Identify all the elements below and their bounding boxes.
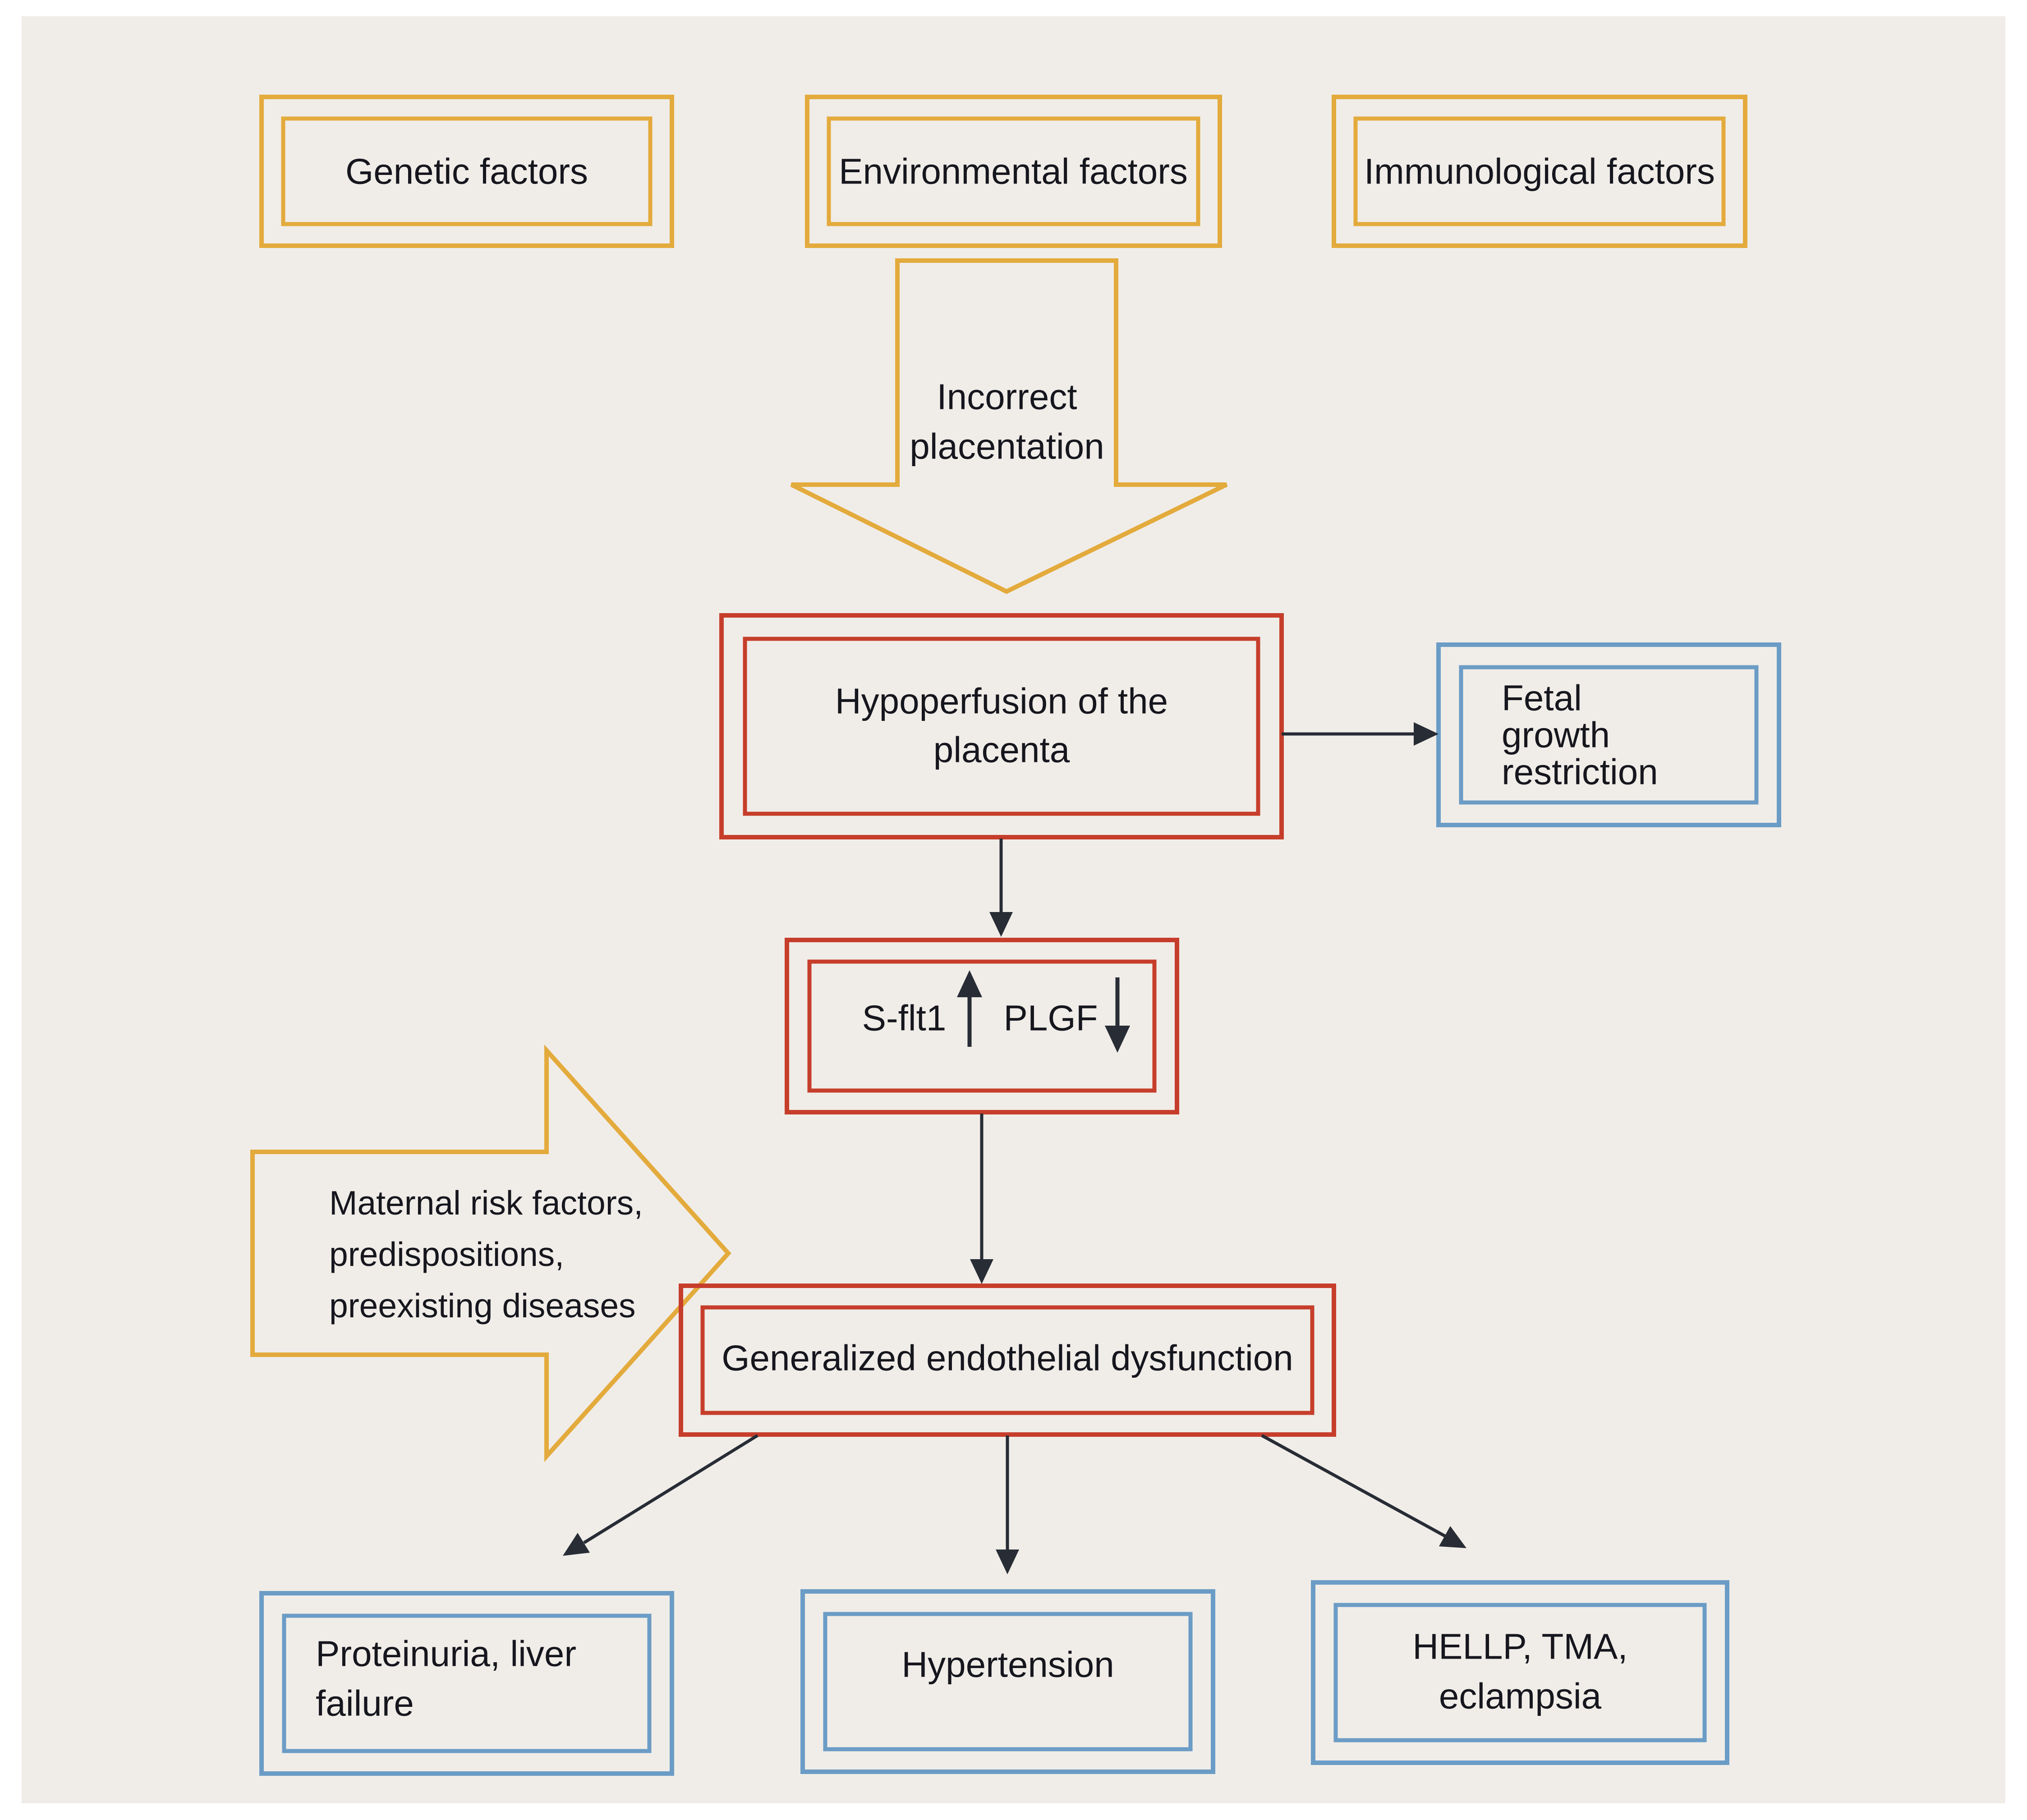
arrow-generalized-to-hypertension	[996, 1435, 1019, 1574]
box-hellp-tma-eclampsia: HELLP, TMA, eclampsia	[1311, 1580, 1729, 1765]
box-sflt1-outer-border	[785, 938, 1179, 1114]
box-hypertension-outer-border	[800, 1589, 1215, 1774]
arrow-sflt1-to-generalized	[970, 1114, 993, 1284]
proteinuria-line2: failure	[316, 1683, 414, 1724]
maternal-risk-line2: predispositions,	[329, 1235, 564, 1273]
box-sflt1-plgf: S-flt1 PLGF	[785, 938, 1179, 1114]
box-generalized-inner-border	[700, 1305, 1315, 1415]
decrease-arrow-head	[1105, 1026, 1130, 1053]
arrow-hypoperfusion-to-fgr	[1282, 722, 1439, 746]
box-hypoperfusion-outer-border	[719, 613, 1284, 839]
box-proteinuria-outer-border	[259, 1591, 674, 1776]
arrow-hypoperfusion-to-sflt1	[989, 839, 1013, 937]
down-left-arrowhead-icon	[563, 1533, 590, 1556]
genetic-factors-label: Genetic factors	[345, 151, 588, 192]
box-generalized-endothelial-dysfunction: Generalized endothelial dysfunction	[679, 1284, 1336, 1437]
hellp-line1: HELLP, TMA,	[1412, 1627, 1627, 1667]
incorrect-placentation-line2: placentation	[910, 426, 1104, 467]
box-genetic-outer-border	[259, 95, 674, 248]
down-arrowhead-icon	[970, 1259, 993, 1284]
decrease-arrow-icon	[1105, 977, 1130, 1053]
box-immunological-inner-border	[1353, 116, 1726, 226]
box-environmental-factors: Environmental factors	[805, 95, 1222, 248]
box-hellp-inner-border	[1333, 1603, 1707, 1742]
box-proteinuria-liver-failure: Proteinuria, liver failure	[259, 1591, 674, 1776]
down-right-arrowhead-icon	[1439, 1526, 1466, 1548]
box-hellp-outer-border	[1311, 1580, 1729, 1765]
sflt1-label: S-flt1	[862, 998, 947, 1038]
box-fgr-outer-border	[1436, 642, 1781, 827]
arrow-generalized-to-hellp	[1261, 1434, 1466, 1548]
generalized-label: Generalized endothelial dysfunction	[722, 1338, 1293, 1378]
box-generalized-outer-border	[679, 1284, 1336, 1437]
increase-arrow-icon	[957, 970, 982, 1047]
box-environmental-inner-border	[827, 116, 1200, 226]
hellp-line2: eclampsia	[1439, 1676, 1602, 1716]
box-immunological-outer-border	[1332, 95, 1747, 248]
block-arrow-maternal-risk: Maternal risk factors, predispositions, …	[250, 1044, 731, 1462]
box-proteinuria-inner-border	[282, 1614, 652, 1753]
box-hypoperfusion: Hypoperfusion of the placenta	[719, 613, 1284, 839]
box-hypoperfusion-inner-border	[743, 637, 1260, 816]
maternal-risk-line1: Maternal risk factors,	[329, 1184, 643, 1222]
fgr-line3: restriction	[1502, 752, 1658, 792]
hypertension-label: Hypertension	[901, 1645, 1114, 1685]
down-arrowhead-icon	[996, 1550, 1019, 1574]
down-arrowhead-icon	[989, 912, 1013, 937]
proteinuria-line1: Proteinuria, liver	[316, 1634, 576, 1674]
box-sflt1-inner-border	[807, 959, 1157, 1093]
environmental-factors-label: Environmental factors	[839, 151, 1188, 192]
fgr-line1: Fetal	[1502, 678, 1582, 718]
maternal-risk-line3: preexisting diseases	[329, 1287, 636, 1325]
immunological-factors-label: Immunological factors	[1364, 151, 1715, 192]
hypoperfusion-line2: placenta	[933, 730, 1070, 770]
hypoperfusion-line1: Hypoperfusion of the	[835, 681, 1168, 721]
box-fgr-inner-border	[1459, 665, 1759, 805]
box-immunological-factors: Immunological factors	[1332, 95, 1747, 248]
arrow-generalized-to-hellp-line	[1261, 1434, 1447, 1538]
fgr-line2: growth	[1502, 715, 1610, 755]
arrow-generalized-to-proteinuria-line	[583, 1434, 758, 1544]
incorrect-placentation-line1: Incorrect	[937, 377, 1077, 417]
box-hypertension-inner-border	[823, 1612, 1193, 1751]
box-hypertension: Hypertension	[800, 1589, 1215, 1774]
box-fetal-growth-restriction: Fetal growth restriction	[1436, 642, 1781, 827]
box-genetic-factors: Genetic factors	[259, 95, 674, 248]
down-block-arrow-icon	[790, 258, 1228, 594]
plgf-label: PLGF	[1004, 998, 1098, 1038]
block-arrow-incorrect-placentation: Incorrect placentation	[790, 258, 1228, 594]
arrow-generalized-to-proteinuria	[563, 1434, 758, 1556]
box-environmental-outer-border	[805, 95, 1222, 248]
right-block-arrow-icon	[250, 1044, 731, 1462]
box-genetic-inner-border	[281, 116, 653, 226]
right-arrowhead-icon	[1414, 722, 1439, 746]
increase-arrow-head	[957, 970, 982, 997]
